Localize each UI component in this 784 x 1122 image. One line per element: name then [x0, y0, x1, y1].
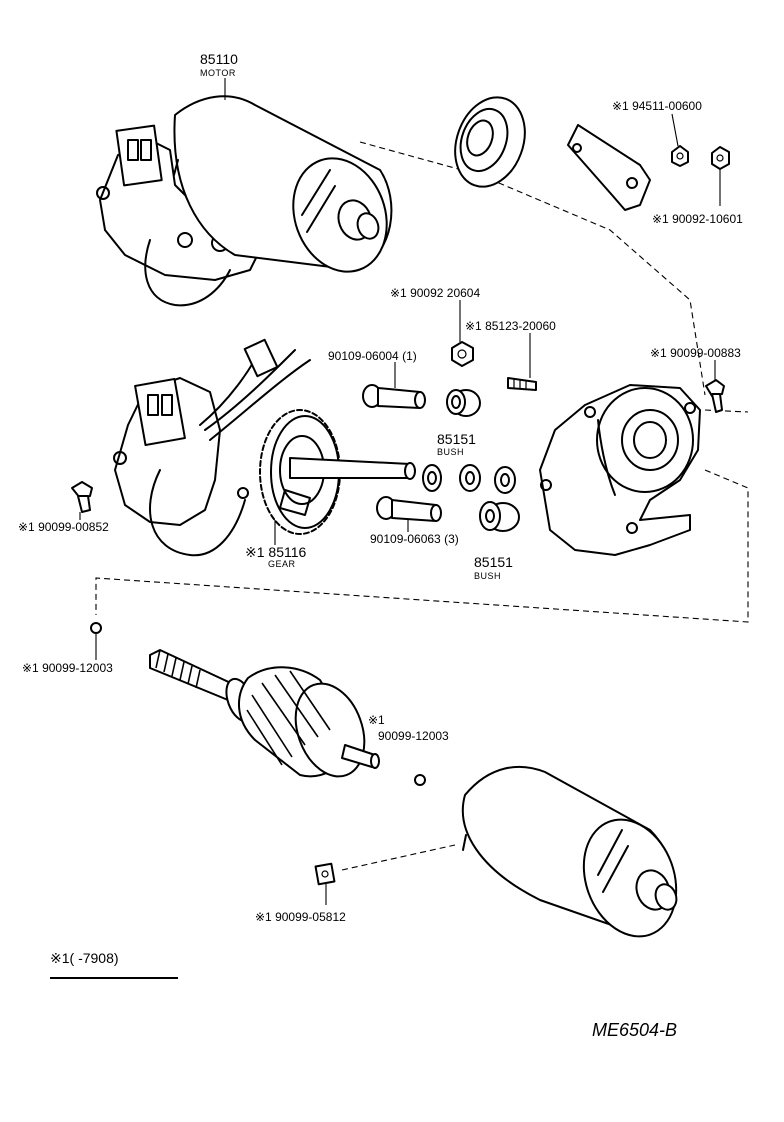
nut-94511-00600-label: ※1 94511-00600: [612, 99, 702, 113]
bush-lower-part-number: 85151: [474, 554, 513, 570]
screw-90099-00883: [705, 379, 725, 413]
legend-note: ※1( -7908): [50, 950, 119, 966]
mounting-plate: [567, 124, 651, 211]
ball-right-mark: ※1: [368, 713, 385, 727]
nut-94511-00600: [671, 145, 689, 167]
bush-lower-part-name: BUSH: [474, 571, 501, 581]
screw-90109-06004-label: 90109-06004 (1): [328, 349, 417, 363]
gear-85116: [259, 409, 416, 535]
screw-90099-00852-label: ※1 90099-00852: [18, 520, 109, 534]
washer-a: [422, 464, 442, 492]
screw-90109-06004: [362, 384, 426, 409]
washer-c: [494, 466, 516, 494]
screw-90099-00883-label: ※1 90099-00883: [650, 346, 741, 360]
washer-b: [459, 464, 481, 492]
gear-part-number: ※1 85116: [245, 544, 307, 560]
stud-85123-20060: [507, 377, 537, 391]
screw-90099-00852: [71, 481, 93, 513]
screw-90109-06063-label: 90109-06063 (3): [370, 532, 459, 546]
ball-90099-12003-left: [90, 622, 102, 634]
nut-90092-10601-label: ※1 90092-10601: [652, 212, 743, 226]
ball-90099-12003-right: [414, 774, 426, 786]
motor-assembly: [96, 95, 393, 307]
drawing-code: ME6504-B: [592, 1020, 677, 1040]
bush-upper-85151: [446, 389, 481, 417]
nut-94511-leader: [671, 113, 679, 147]
gear-part-name: GEAR: [268, 559, 296, 569]
nut-90092-10601: [711, 146, 730, 170]
nut-90092-20604: [451, 341, 474, 367]
ball-left-label: ※1 90099-12003: [22, 661, 113, 675]
clip-90099-05812-label: ※1 90099-05812: [255, 910, 346, 924]
stud-85123-20060-label: ※1 85123-20060: [465, 319, 556, 333]
seal-ring: [454, 96, 526, 188]
gear-housing-cover: [113, 338, 311, 557]
armature: [149, 649, 380, 778]
clip-90099-05812: [314, 862, 336, 886]
screw-90109-06063: [376, 496, 442, 522]
bush-upper-part-number: 85151: [437, 431, 476, 447]
bush-lower-85151: [479, 501, 520, 532]
yoke-housing: [461, 765, 678, 938]
motor-part-name: MOTOR: [200, 68, 236, 78]
bush-upper-part-name: BUSH: [437, 447, 464, 457]
ball-right-label: 90099-12003: [378, 729, 449, 743]
motor-part-number: 85110: [200, 51, 238, 67]
nut-90092-20604-label: ※1 90092 20604: [390, 286, 480, 300]
end-housing: [539, 384, 701, 556]
